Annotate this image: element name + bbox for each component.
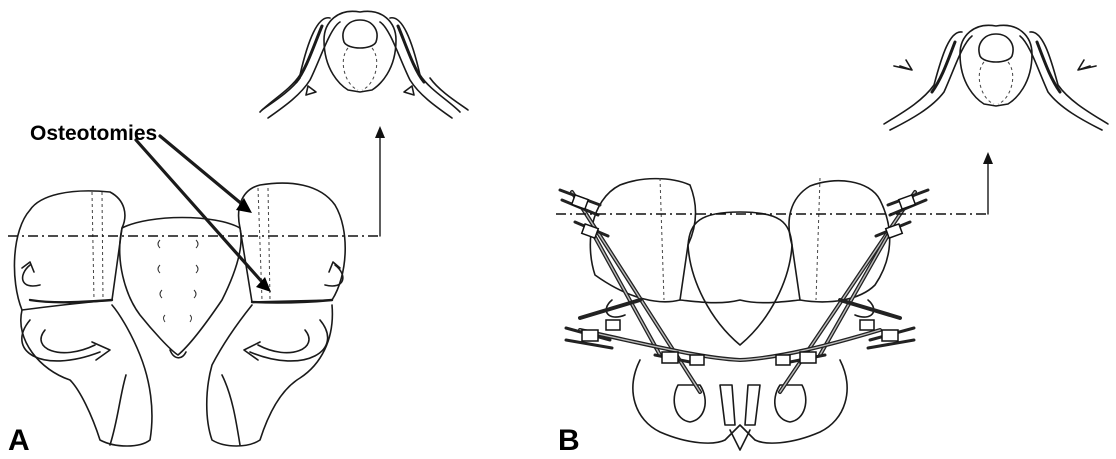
panel-b-label: B [558,424,580,457]
left-ilium [14,191,124,310]
rotation-arrows-a [22,262,343,361]
sacral-foramina [158,240,198,322]
osteotomy-pointer-arrows [136,136,271,292]
panel-a-label: A [8,424,30,457]
lower-pelvis-b [633,360,847,443]
right-ilium [239,183,346,302]
sacrum-b [688,212,792,345]
right-ilium-b [789,181,890,302]
cross-section-a [260,11,468,118]
left-ischium [21,305,152,446]
external-fixator [560,190,928,392]
osteotomies-label: Osteotomies [30,122,157,145]
panel-a-pelvis: Osteotomies A [8,122,385,457]
left-ilium-b [590,179,695,302]
cross-section-b [884,25,1108,130]
right-ischium [207,305,333,446]
